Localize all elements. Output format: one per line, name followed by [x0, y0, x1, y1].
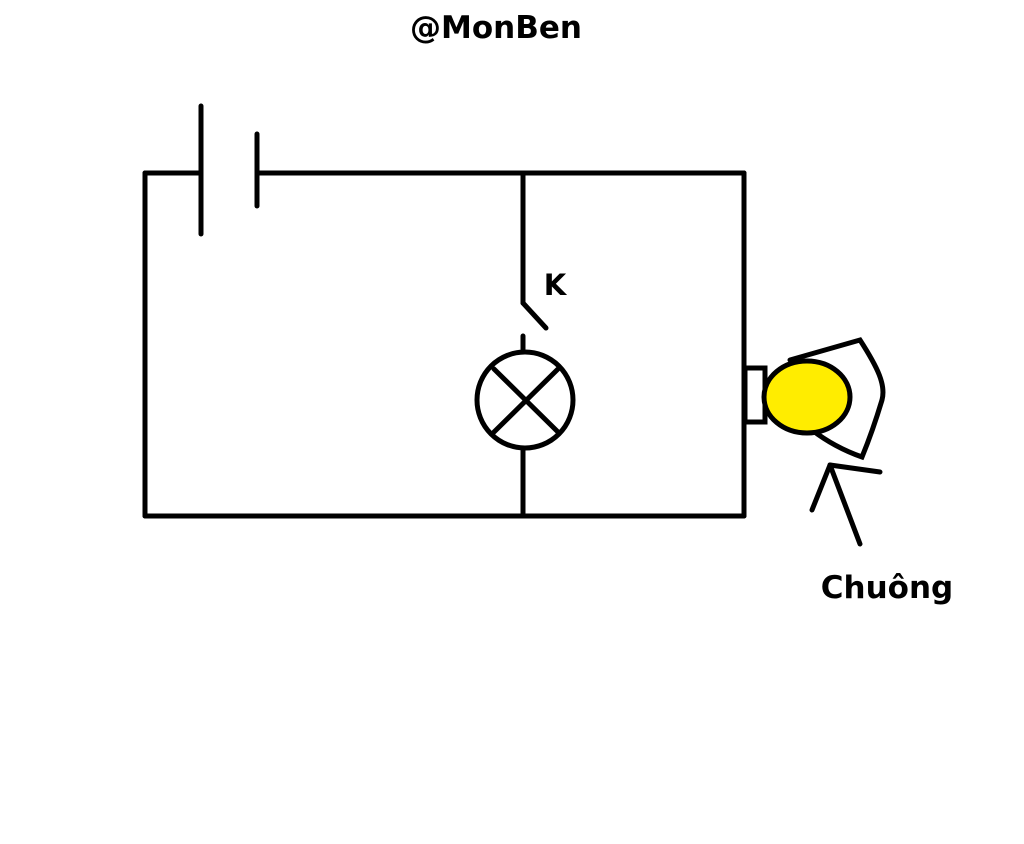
lamp-circle — [474, 349, 576, 451]
bell-pointer-arrow — [809, 462, 883, 547]
arrow-head-left — [809, 462, 833, 513]
watermark-text: @MonBen — [410, 10, 582, 46]
lamp-symbol — [474, 349, 576, 451]
arrow-shaft — [827, 462, 863, 547]
switch-k: K — [520, 268, 568, 352]
battery-symbol — [198, 103, 260, 237]
circuit-wires — [142, 170, 747, 519]
arrow-head-right — [827, 462, 883, 475]
bell-symbol — [742, 337, 886, 461]
bell-outline — [787, 337, 886, 461]
switch-blade — [520, 300, 549, 331]
bell-dome — [761, 358, 853, 436]
bell-label: Chuông — [821, 570, 953, 606]
lamp-cross-2 — [491, 366, 561, 435]
switch-label: K — [544, 268, 568, 302]
